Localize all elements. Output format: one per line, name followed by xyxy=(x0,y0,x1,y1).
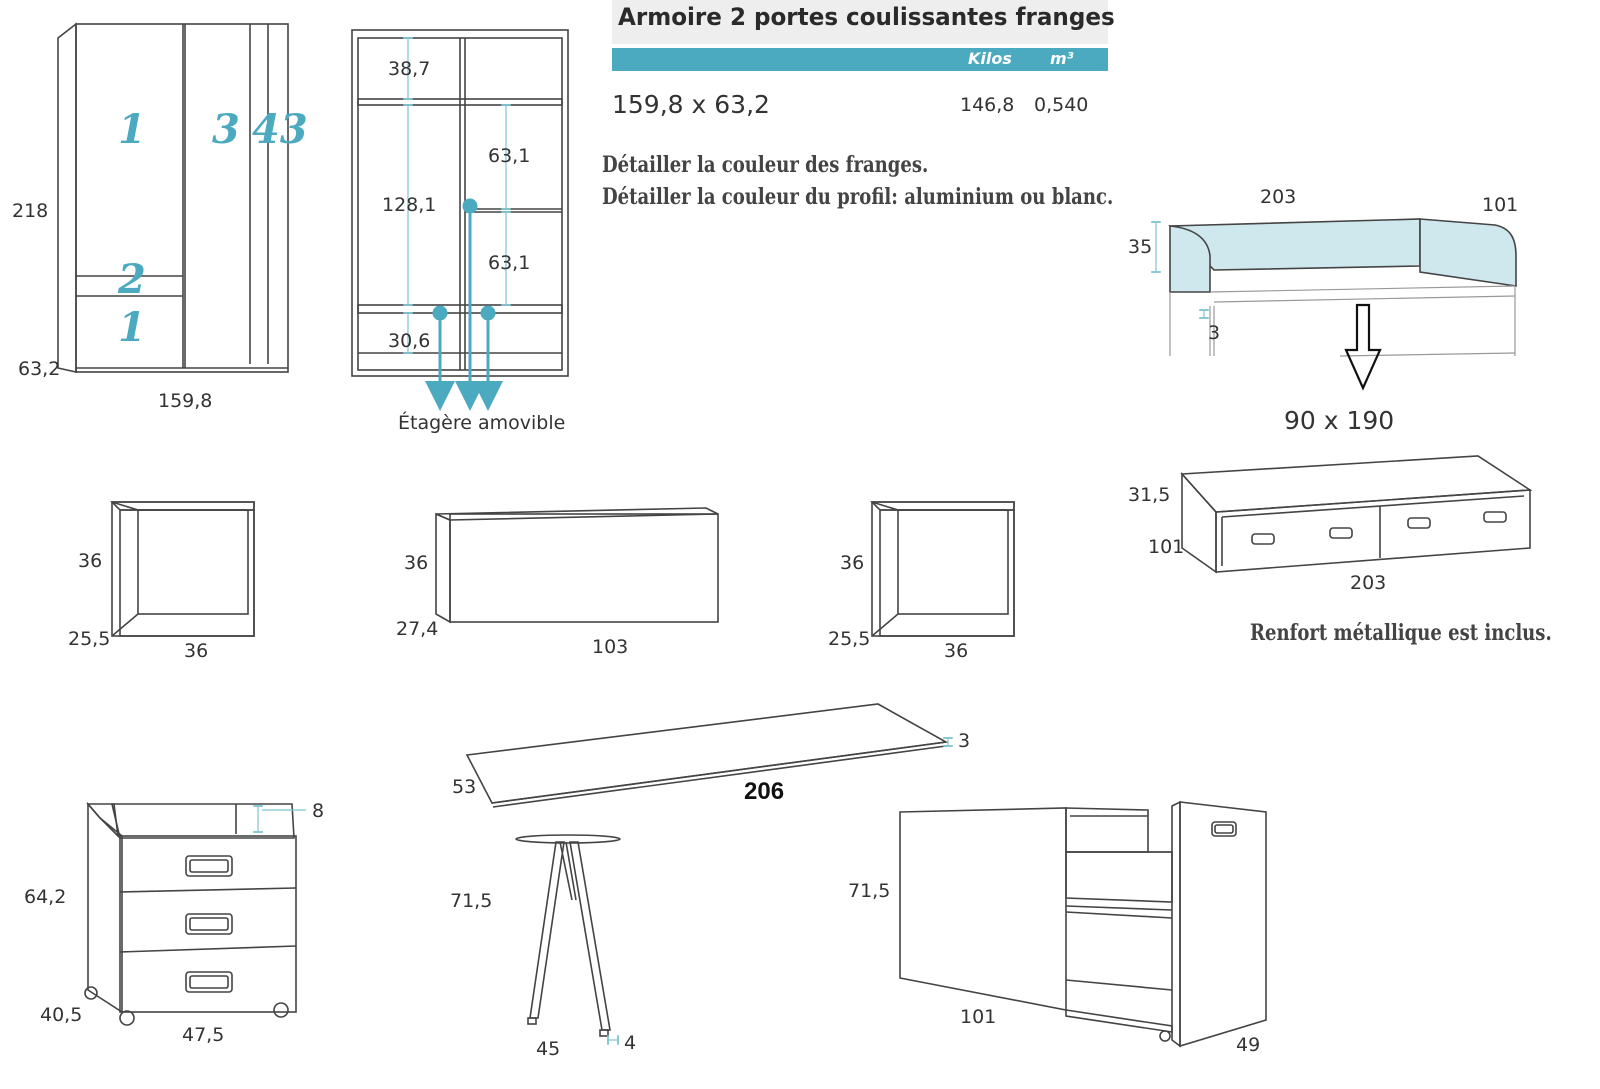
leg-spread-label: 45 xyxy=(536,1038,561,1060)
spec-kilos: 146,8 xyxy=(960,94,1015,116)
drawer-width-label: 47,5 xyxy=(182,1024,225,1046)
col-m3: m³ xyxy=(1050,49,1074,68)
panel-number-2: 2 xyxy=(118,256,146,303)
note-profil: Détailler la couleur du profil: aluminiu… xyxy=(602,184,1114,210)
col-kilos: Kilos xyxy=(968,49,1012,68)
trundle-height-label: 31,5 xyxy=(1128,484,1171,506)
leg-drawing xyxy=(515,834,621,1037)
wardrobe-depth-label: 63,2 xyxy=(18,358,61,380)
trundle-depth-label: 101 xyxy=(1148,536,1185,558)
trundle-length-label: 203 xyxy=(1350,572,1387,594)
cube-left-depth-label: 25,5 xyxy=(68,628,111,650)
spec-dimensions: 159,8 x 63,2 xyxy=(612,90,770,119)
desk-top xyxy=(465,703,949,808)
mattress-size-label: 90 x 190 xyxy=(1284,406,1395,435)
drawer-height-label: 64,2 xyxy=(24,886,67,908)
cube-left xyxy=(110,501,255,637)
cube-right xyxy=(870,501,1015,637)
panel-number-43: 43 xyxy=(252,106,308,153)
cube-left-height-label: 36 xyxy=(78,550,103,572)
panel-number-1a: 1 xyxy=(118,106,146,153)
desk-top-thickness-label: 3 xyxy=(958,730,971,752)
drawer-top-gap-label: 8 xyxy=(312,800,325,822)
bed-rail-height-label: 35 xyxy=(1128,236,1153,258)
leg-height-label: 71,5 xyxy=(450,890,493,912)
page-title: Armoire 2 portes coulissantes franges xyxy=(618,3,1115,31)
leg-foot-label: 4 xyxy=(624,1032,637,1054)
desk-top-length-label: 206 xyxy=(744,778,785,805)
wall-unit-depth-label: 27,4 xyxy=(396,618,439,640)
bed-rail-thickness-label: 3 xyxy=(1208,322,1221,344)
interior-right-lower-label: 63,1 xyxy=(488,252,531,274)
drawer-depth-label: 40,5 xyxy=(40,1004,83,1026)
interior-left-label: 128,1 xyxy=(382,194,437,216)
spec-header-stripe: Kilos m³ xyxy=(612,48,1108,71)
note-franges: Détailler la couleur des franges. xyxy=(602,152,929,178)
title-bar xyxy=(612,0,1108,44)
wardrobe-height-label: 218 xyxy=(12,200,49,222)
bed-drawing xyxy=(1168,218,1517,357)
cube-left-width-label: 36 xyxy=(184,640,209,662)
bed-depth-label: 101 xyxy=(1482,194,1519,216)
desk-cabinet-height-label: 71,5 xyxy=(848,880,891,902)
arrow-down-icon xyxy=(1344,303,1382,391)
interior-right-upper-label: 63,1 xyxy=(488,145,531,167)
wall-unit xyxy=(435,507,719,624)
desk-cabinet-depth-label: 49 xyxy=(1236,1034,1261,1056)
spec-m3: 0,540 xyxy=(1034,94,1089,116)
wall-unit-height-label: 36 xyxy=(404,552,429,574)
shelf-arrows xyxy=(425,198,503,411)
trundle-drawing xyxy=(1180,455,1533,574)
cube-right-width-label: 36 xyxy=(944,640,969,662)
shelf-label: Étagère amovible xyxy=(398,412,566,434)
note-renfort: Renfort métallique est inclus. xyxy=(1250,620,1552,646)
wall-unit-width-label: 103 xyxy=(592,636,629,658)
interior-bottom-label: 30,6 xyxy=(388,330,431,352)
bed-length-label: 203 xyxy=(1260,186,1297,208)
cube-right-height-label: 36 xyxy=(840,552,865,574)
desk-cabinet-width-label: 101 xyxy=(960,1006,997,1028)
desk-top-depth-label: 53 xyxy=(452,776,477,798)
interior-top-label: 38,7 xyxy=(388,58,431,80)
cube-right-depth-label: 25,5 xyxy=(828,628,871,650)
wardrobe-width-label: 159,8 xyxy=(158,390,213,412)
drawer-unit xyxy=(84,801,297,1026)
panel-number-1b: 1 xyxy=(118,304,146,351)
desk-cabinet xyxy=(899,800,1267,1048)
panel-number-3: 3 xyxy=(212,106,240,153)
wardrobe-exterior xyxy=(57,22,289,373)
